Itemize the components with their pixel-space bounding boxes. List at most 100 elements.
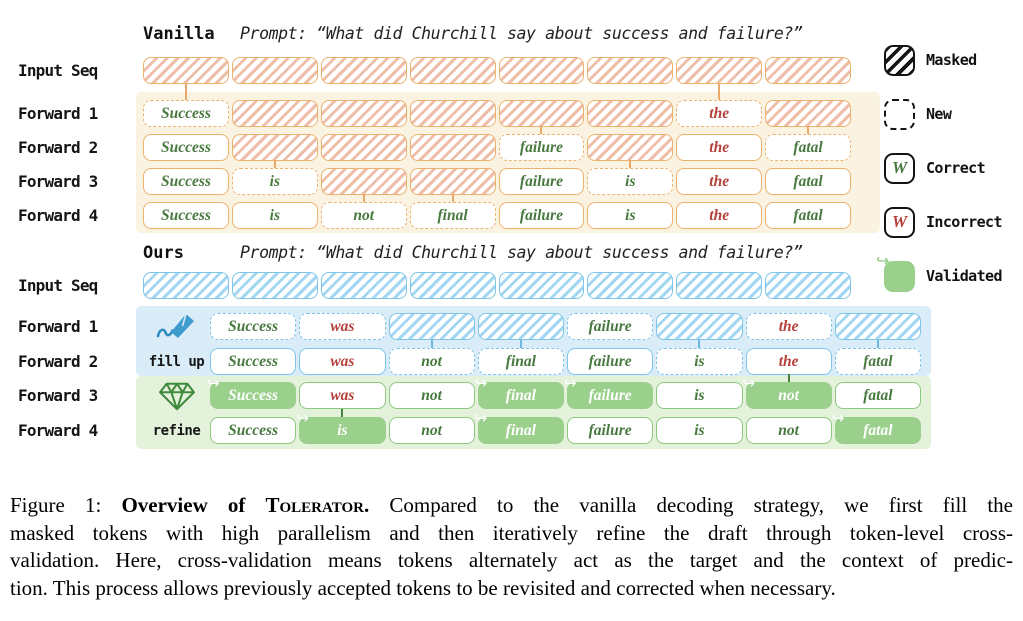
row-label: Input Seq (18, 276, 98, 295)
token-text: is (337, 421, 348, 439)
validated-arrow-icon: ↪ (831, 409, 845, 427)
token-text: fatal (793, 138, 823, 156)
token-cell: Success (210, 313, 297, 340)
ours-title: Ours (143, 243, 184, 263)
token-cell: is (231, 160, 318, 195)
legend-item-incorrect: W Incorrect (884, 206, 1002, 238)
ours-forward-1-row: Forward 1 Success was failure the (0, 313, 921, 340)
validated-cell: ↪fatal (832, 409, 921, 444)
token-cell: Success (143, 84, 229, 127)
token-text: the (778, 317, 799, 335)
token-sequence (143, 272, 851, 299)
masked-cell (587, 134, 674, 161)
validated-arrow-icon: ↪ (207, 374, 220, 392)
token-text: was (330, 317, 355, 335)
token-sequence: Success was not final failure is the fat… (210, 340, 921, 375)
token-text: failure (588, 386, 632, 404)
masked-cell (834, 313, 921, 340)
token-text: not (421, 352, 442, 370)
token-cell: is (231, 202, 318, 229)
validated-arrow-icon: ↪ (296, 409, 309, 427)
token-text: not (778, 386, 799, 404)
token-cell: failure (567, 348, 654, 375)
ours-forward-2-row: Forward 2 fill up Success was not final … (0, 340, 921, 375)
vanilla-forward-1-row: Forward 1 Success the (0, 84, 851, 127)
token-cell: is (587, 160, 674, 195)
token-cell: final (477, 340, 564, 375)
token-cell: fatal (765, 168, 851, 195)
token-text: the (778, 352, 799, 370)
caption-text: Compared to the vanilla decoding strateg… (369, 493, 1013, 517)
token-text: Success (160, 172, 211, 190)
masked-cell (676, 272, 763, 299)
token-cell: was (299, 313, 386, 340)
row-label: Input Seq (18, 61, 98, 80)
masked-cell (231, 134, 318, 161)
token-cell: the (676, 134, 763, 161)
masked-cell (498, 57, 585, 84)
token-cell: Success (210, 348, 297, 375)
legend-item-new: New (884, 98, 952, 130)
legend-label: Validated (926, 267, 1002, 285)
token-cell: is (587, 202, 674, 229)
validated-swatch-icon: ↪ (876, 251, 915, 292)
token-sequence: Success failure the fatal (143, 126, 851, 161)
token-text: is (694, 421, 705, 439)
masked-cell (320, 272, 407, 299)
validated-arrow-icon: ↪ (474, 409, 488, 427)
masked-cell (231, 100, 318, 127)
token-text: is (694, 352, 705, 370)
masked-cell (320, 134, 407, 161)
masked-cell (409, 168, 496, 195)
token-cell: fatal (834, 340, 921, 375)
validated-cell: ↪ Success (207, 374, 297, 409)
row-label: Forward 4 (18, 206, 98, 225)
ours-forward-4-row: Forward 4 refine Success ↪is not ↪final … (0, 409, 921, 444)
token-text: final (505, 386, 536, 404)
pen-icon (143, 310, 210, 343)
token-text: fatal (863, 386, 893, 404)
token-text: the (709, 172, 730, 190)
token-text: the (709, 206, 730, 224)
token-cell: was (299, 382, 386, 409)
token-text: is (269, 172, 280, 190)
token-text: failure (588, 352, 632, 370)
token-text: not (778, 421, 799, 439)
masked-cell (388, 313, 475, 340)
incorrect-swatch-icon: W (884, 206, 915, 238)
vanilla-forward-3-row: Forward 3 Success is failure is the fata… (0, 160, 851, 195)
masked-cell (409, 57, 496, 84)
row-label: Forward 3 (18, 172, 98, 191)
masked-cell (320, 168, 407, 195)
token-cell: is (656, 340, 743, 375)
token-text: Success (160, 104, 211, 122)
caption-bold: Overview of (121, 493, 266, 517)
validated-arrow-icon: ↪ (876, 250, 890, 270)
caption-figure-label: Figure 1: (10, 493, 122, 517)
token-cell: final (409, 194, 496, 229)
legend-item-validated: ↪ Validated (876, 251, 1002, 292)
row-label: Forward 1 (18, 317, 98, 336)
token-text: is (625, 172, 636, 190)
token-cell: is (656, 382, 743, 409)
masked-cell (676, 57, 763, 84)
token-text: Success (228, 386, 279, 404)
masked-cell (587, 57, 674, 84)
masked-cell (143, 57, 229, 84)
token-cell: failure (498, 202, 585, 229)
token-sequence: Success ↪is not ↪final failure is not ↪f… (210, 409, 921, 444)
token-text: failure (519, 172, 563, 190)
vanilla-input-seq-row: Input Seq (0, 57, 851, 84)
validated-arrow-icon: ↪ (474, 374, 488, 392)
legend-item-correct: W Correct (884, 152, 986, 184)
token-text: failure (519, 138, 563, 156)
masked-cell (587, 272, 674, 299)
token-cell: not (388, 417, 475, 444)
vanilla-forward-4-row: Forward 4 Success is not final failure i… (0, 194, 851, 229)
validated-cell: ↪ final (475, 409, 564, 444)
correct-swatch-icon: W (884, 152, 915, 184)
masked-cell (409, 272, 496, 299)
token-text: final (505, 421, 536, 439)
token-text: Success (160, 138, 211, 156)
figure-caption: Figure 1: Overview of Tolerator. Compare… (10, 492, 1013, 602)
